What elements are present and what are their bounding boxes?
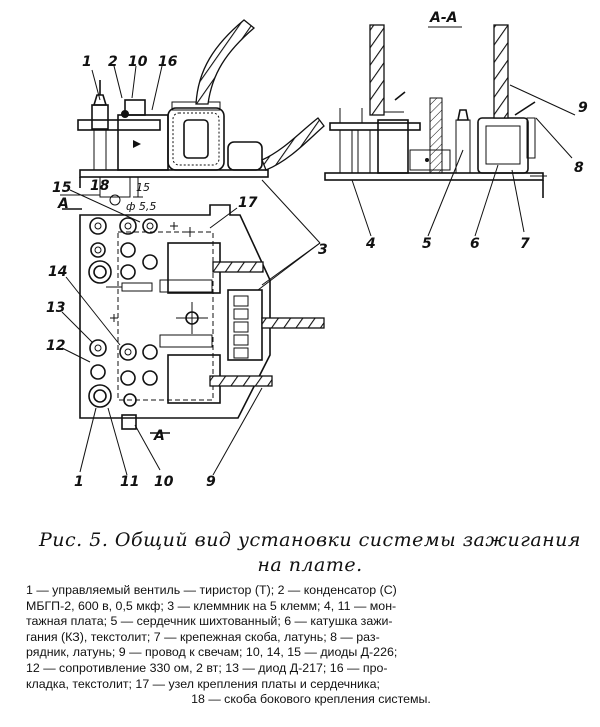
label-17: 17 xyxy=(238,195,258,211)
label-16: 16 xyxy=(158,54,178,70)
label-14: 14 xyxy=(48,264,67,280)
ignition-system-drawing: 1 2 10 16 9 8 7 6 5 4 3 15 18 17 14 13 1… xyxy=(46,10,588,490)
label-1-bottom: 1 xyxy=(74,474,84,490)
label-2: 2 xyxy=(108,54,118,70)
terminal-block[interactable] xyxy=(227,289,263,361)
label-9-top: 9 xyxy=(578,100,588,116)
section-arrow-top: А xyxy=(57,196,69,212)
legend-line: 12 — сопротивление 330 ом, 2 вт; 13 — ди… xyxy=(26,660,388,675)
section-label: А-А xyxy=(429,10,457,26)
legend-line: тажная плата; 5 — сердечник шихтованный;… xyxy=(26,614,393,629)
side-view-left xyxy=(60,19,325,206)
label-15: 15 xyxy=(52,180,72,196)
legend-line: кладка, текстолит; 17 — узел крепления п… xyxy=(26,676,380,691)
label-10-top: 10 xyxy=(128,54,148,70)
legend-line: 18 — скоба бокового крепления системы. xyxy=(191,692,431,707)
caption-line-1: Рис. 5. Общий вид установки системы зажи… xyxy=(39,529,581,551)
label-10-bottom: 10 xyxy=(154,474,174,490)
plan-view xyxy=(62,204,325,434)
figure-caption: Рис. 5. Общий вид установки системы зажи… xyxy=(30,528,590,578)
label-5: 5 xyxy=(422,236,432,252)
diode-row-top xyxy=(88,217,158,284)
dimension-15: 15 xyxy=(136,181,150,194)
label-3: 3 xyxy=(318,242,328,258)
legend-line: рядник, латунь; 9 — провод к свечам; 10,… xyxy=(26,645,398,660)
label-8: 8 xyxy=(574,160,584,176)
thyristor-side xyxy=(91,80,109,171)
label-13: 13 xyxy=(46,300,65,316)
label-6: 6 xyxy=(470,236,480,252)
label-4: 4 xyxy=(365,236,376,252)
legend-line: 1 — управляемый вентиль — тиристор (Т); … xyxy=(26,583,397,597)
label-11: 11 xyxy=(120,474,139,490)
label-9-bottom: 9 xyxy=(206,474,216,490)
leader-lines xyxy=(61,65,576,476)
figure-legend: 1 — управляемый вентиль — тиристор (Т); … xyxy=(26,583,596,708)
label-18: 18 xyxy=(90,178,110,194)
legend-line: гания (КЗ), текстолит; 7 — крепежная ско… xyxy=(26,629,380,644)
label-1-top: 1 xyxy=(82,54,92,70)
legend-line: МБГП-2, 600 в, 0,5 мкф; 3 — клеммник на … xyxy=(26,598,397,613)
label-12: 12 xyxy=(46,338,65,354)
diode-row-bottom xyxy=(88,339,158,408)
section-view-a-a xyxy=(324,24,547,198)
dimension-diameter: ф 5,5 xyxy=(126,200,156,213)
part-numbers: 1 2 10 16 9 8 7 6 5 4 3 15 18 17 14 13 1… xyxy=(46,54,588,490)
label-7: 7 xyxy=(520,236,530,252)
caption-line-2: на плате. xyxy=(257,554,363,576)
section-arrow-bottom: А xyxy=(153,428,165,444)
